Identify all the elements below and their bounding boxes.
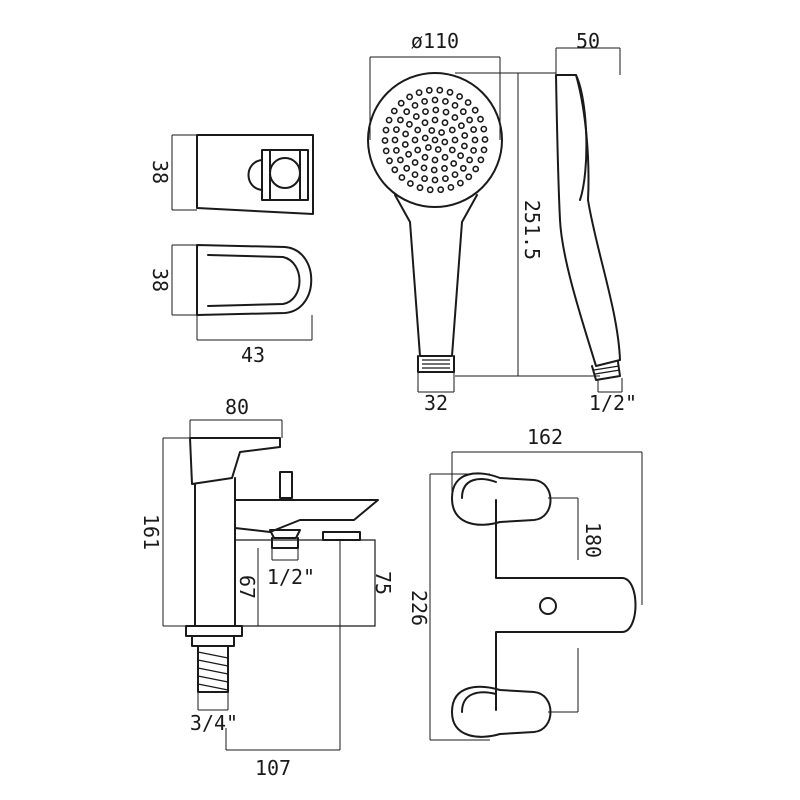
dim-plan-width: 162 [451, 425, 643, 605]
handset-front-view [367, 72, 503, 373]
dim-holder-front-height: 38 [148, 134, 197, 211]
dim-plan-centres: 180 [548, 497, 605, 713]
label-holder-side-height: 38 [148, 268, 172, 292]
label-holder-front-height: 38 [148, 160, 172, 184]
mixer-plan-view [451, 472, 637, 738]
dim-handset-neck: 32 [417, 372, 455, 415]
label-plan-width: 162 [527, 425, 563, 449]
label-mixer-body-height: 75 [371, 571, 395, 595]
holder-side-view [196, 244, 313, 316]
label-mixer-outlet-height: 67 [235, 575, 259, 599]
mixer-side-view [185, 437, 379, 693]
label-mixer-inlet-thread: 3/4" [190, 711, 238, 735]
label-mixer-projection: 107 [255, 756, 291, 780]
dim-mixer-outlet-thread: 1/2" [267, 548, 315, 589]
label-mixer-height: 161 [139, 514, 163, 550]
dim-handset-depth: 50 [555, 29, 621, 75]
label-handset-depth: 50 [576, 29, 600, 53]
dim-holder-side-height: 38 [148, 244, 197, 316]
dim-mixer-body-height: 75 [371, 571, 395, 595]
label-plan-centres: 180 [581, 522, 605, 558]
label-plan-depth: 226 [407, 590, 431, 626]
holder-front-view [196, 134, 314, 215]
dim-handset-thread: 1/2" [589, 378, 637, 415]
dim-mixer-projection: 107 [225, 540, 341, 780]
dim-holder-width: 43 [196, 315, 313, 367]
label-mixer-outlet-thread: 1/2" [267, 565, 315, 589]
dim-handset-length: 251.5 [455, 72, 600, 377]
label-handset-neck: 32 [424, 391, 448, 415]
spray-nozzles [381, 86, 489, 194]
label-handset-length: 251.5 [520, 200, 544, 260]
dim-mixer-height: 161 [139, 437, 190, 627]
label-mixer-spout-reach: 80 [225, 395, 249, 419]
dim-plan-depth: 226 [407, 473, 490, 741]
dim-mixer-inlet-thread: 3/4" [190, 692, 238, 735]
dim-handset-diameter: ø110 [369, 29, 501, 140]
label-handset-diameter: ø110 [411, 29, 459, 53]
handset-side-view [555, 74, 621, 381]
dim-mixer-spout-reach: 80 [189, 395, 283, 438]
label-holder-width: 43 [241, 343, 265, 367]
label-handset-thread: 1/2" [589, 391, 637, 415]
dim-mixer-outlet-height: 67 [235, 548, 259, 626]
